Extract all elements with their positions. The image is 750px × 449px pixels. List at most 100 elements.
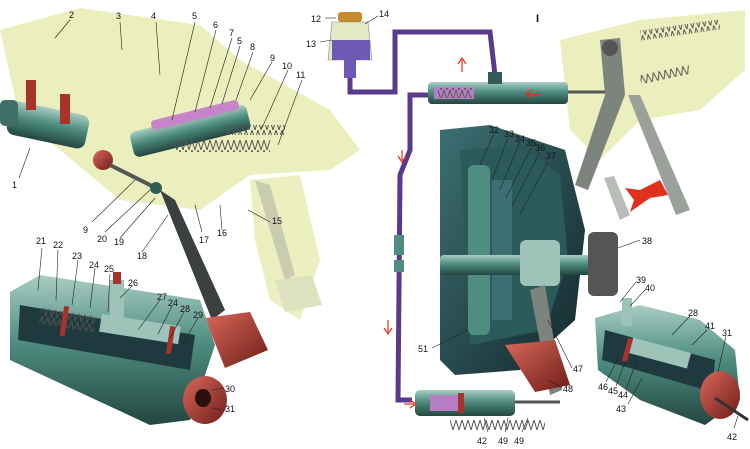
label-26: 26: [128, 278, 138, 288]
label-42b: 42: [727, 432, 737, 442]
pedal-pad-second: [275, 275, 322, 312]
label-35: 35: [526, 138, 536, 148]
cutaway-inlet: [110, 280, 124, 320]
label-49a: 49: [498, 436, 508, 446]
pedal-pad: [205, 312, 268, 368]
label-31b: 31: [722, 328, 732, 338]
master-cylinder-assembly: [0, 80, 161, 192]
sc-fluid: [430, 395, 460, 411]
line-coupling-2: [394, 260, 404, 272]
slc-rod: [714, 396, 749, 422]
label-25: 25: [104, 264, 114, 274]
cutaway-piston: [99, 313, 181, 345]
arrow-down-1: [397, 150, 407, 164]
reservoir-fluid: [332, 40, 370, 60]
cutaway-boot-hole: [195, 389, 211, 407]
label-15: 15: [272, 216, 282, 226]
fluid-reservoir: [327, 12, 373, 78]
label-31a: 31: [225, 404, 235, 414]
label-43: 43: [616, 404, 626, 414]
pressure-line: [395, 92, 430, 403]
label-40: 40: [645, 283, 655, 293]
callouts: I 1 2 3 4 5 6 7 5 8 9 10 11 9 20 19 18 1…: [12, 9, 739, 446]
label-4: 4: [151, 11, 156, 21]
label-21: 21: [36, 236, 46, 246]
bracket-tube-pink: [150, 100, 240, 130]
slave-cylinder-cutaway: [595, 298, 749, 425]
label-9a: 9: [270, 53, 275, 63]
label-23: 23: [72, 251, 82, 261]
cutaway-seal-1: [59, 305, 70, 337]
pedal-right-pivot: [602, 40, 618, 56]
label-7: 7: [229, 28, 234, 38]
pedal-right-arm: [575, 38, 625, 190]
spring-upper: [225, 125, 285, 135]
supply-line: [347, 29, 498, 95]
pedal-right-spring-2: [639, 64, 691, 85]
section-mark: I: [536, 13, 539, 25]
label-9b: 9: [83, 225, 88, 235]
reservoir-cap: [338, 12, 362, 22]
master-cylinder-schematic: [428, 72, 620, 104]
sc-seal: [458, 393, 464, 413]
firewall-panel-left: [0, 8, 360, 210]
return-spring: [175, 140, 270, 152]
label-24a: 24: [89, 260, 99, 270]
inlet-fitting-2: [60, 94, 70, 124]
label-24b: 24: [168, 298, 178, 308]
slc-bleeder: [622, 298, 632, 326]
pedal-arm: [160, 190, 225, 320]
label-5b: 5: [237, 36, 242, 46]
hydraulic-lines: [347, 29, 498, 403]
flow-arrows: [383, 56, 540, 409]
label-28b: 28: [688, 308, 698, 318]
inlet-fitting-1: [26, 80, 36, 110]
pedal-arm-second: [255, 180, 295, 280]
slc-piston: [628, 337, 692, 369]
label-2: 2: [69, 10, 74, 20]
label-36: 36: [535, 143, 545, 153]
clutch-housing: [440, 125, 618, 395]
line-coupling-1: [394, 235, 404, 255]
boot-cap: [93, 150, 113, 170]
label-18: 18: [137, 251, 147, 261]
pedal-assembly-right: [575, 19, 721, 220]
label-38: 38: [642, 236, 652, 246]
label-45: 45: [608, 386, 618, 396]
arrow-up: [457, 56, 467, 72]
label-42a: 42: [477, 436, 487, 446]
reservoir-neck: [344, 60, 356, 78]
pedal-assembly-left: [130, 100, 322, 368]
label-48: 48: [563, 384, 573, 394]
arrow-down-2: [383, 320, 393, 336]
arrow-right-sc: [404, 399, 418, 409]
label-39: 39: [636, 275, 646, 285]
label-33: 33: [504, 129, 514, 139]
label-49b: 49: [514, 436, 524, 446]
label-51: 51: [418, 344, 428, 354]
label-34: 34: [515, 134, 525, 144]
label-19: 19: [114, 237, 124, 247]
label-27: 27: [157, 292, 167, 302]
slc-seal: [621, 337, 634, 363]
label-41: 41: [705, 321, 715, 331]
slave-cylinder-schematic: [415, 390, 560, 430]
arrow-left-mc: [524, 89, 540, 99]
force-arrow: [625, 180, 668, 212]
label-13: 13: [306, 39, 316, 49]
pressure-plate: [492, 180, 512, 320]
label-5a: 5: [192, 11, 197, 21]
label-12: 12: [311, 14, 321, 24]
label-20: 20: [97, 234, 107, 244]
master-cylinder-cutaway: [10, 272, 227, 425]
pedal-bracket: [130, 105, 251, 157]
label-8: 8: [250, 42, 255, 52]
label-44: 44: [618, 390, 628, 400]
label-47: 47: [573, 364, 583, 374]
cutaway-inlet-tip: [113, 272, 121, 284]
cutaway-spring: [39, 307, 96, 333]
mc-inlet: [488, 72, 502, 84]
label-16: 16: [217, 228, 227, 238]
label-32: 32: [489, 125, 499, 135]
